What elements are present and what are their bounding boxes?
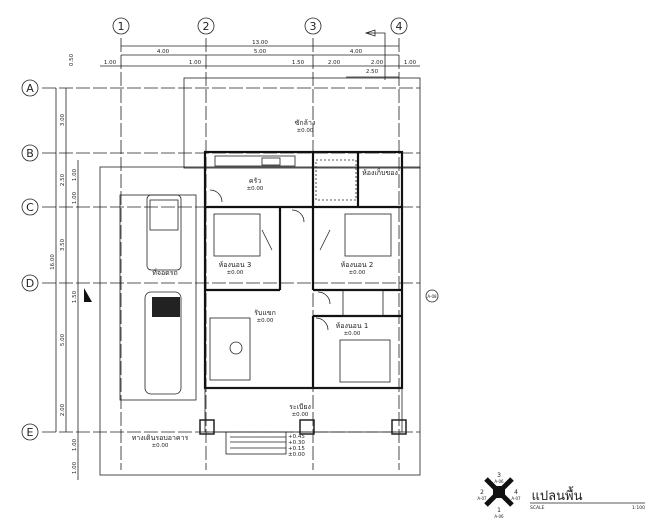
svg-text:4.00: 4.00 [157, 49, 170, 55]
svg-text:5.00: 5.00 [254, 49, 267, 55]
row-bubble-e: E [21, 423, 39, 441]
svg-text:A: A [26, 82, 34, 95]
room-labels: ซักล้าง ±0.00 ครัว ±0.00 ห้องเก็บของ ห้อ… [132, 119, 398, 449]
svg-text:1.50: 1.50 [292, 60, 305, 66]
stair-level: ±0.00 [288, 452, 305, 458]
svg-text:2: 2 [480, 489, 484, 496]
svg-text:3.50: 3.50 [60, 238, 66, 251]
column-bubble-4: 4 [390, 17, 408, 35]
svg-text:1.00: 1.00 [72, 438, 78, 451]
svg-text:1.50: 1.50 [72, 290, 78, 303]
svg-text:ห้องนอน 3: ห้องนอน 3 [219, 261, 252, 269]
scale-value: 1:100 [632, 505, 645, 511]
svg-text:1.00: 1.00 [189, 60, 202, 66]
svg-text:±0.00: ±0.00 [349, 270, 366, 276]
svg-text:±0.00: ±0.00 [297, 128, 314, 134]
svg-text:ห้องเก็บของ: ห้องเก็บของ [362, 168, 398, 177]
svg-text:3.00: 3.00 [60, 113, 66, 126]
svg-text:1: 1 [118, 20, 125, 33]
svg-text:4: 4 [396, 20, 403, 33]
svg-text:±0.00: ±0.00 [292, 412, 309, 418]
svg-text:2: 2 [203, 20, 210, 33]
svg-text:2.00: 2.00 [371, 60, 384, 66]
stair-level: +0.15 [288, 446, 305, 452]
sink-icon [261, 157, 281, 166]
svg-text:รับแขก: รับแขก [254, 309, 276, 317]
kitchen-counter [214, 155, 296, 167]
svg-text:1.00: 1.00 [72, 461, 78, 474]
sofa [209, 317, 251, 381]
svg-text:±0.00: ±0.00 [227, 270, 244, 276]
scale-label: SCALE [530, 505, 545, 511]
top-dimensions: 13.00 4.00 5.00 4.00 1.00 1.00 1.50 2.00… [100, 29, 420, 80]
bed-3 [213, 213, 261, 257]
row-bubble-d: D [21, 274, 39, 292]
svg-text:1.00: 1.00 [404, 60, 417, 66]
svg-text:2.50: 2.50 [60, 173, 66, 186]
row-bubble-b: B [21, 144, 39, 162]
svg-text:1.00: 1.00 [72, 191, 78, 204]
svg-text:ซักล้าง: ซักล้าง [295, 119, 316, 127]
car-icon [146, 194, 182, 271]
svg-text:5.00: 5.00 [60, 333, 66, 346]
svg-text:1.00: 1.00 [104, 60, 117, 66]
svg-text:0.50: 0.50 [69, 53, 75, 66]
svg-text:±0.00: ±0.00 [152, 443, 169, 449]
svg-text:A-06: A-06 [494, 514, 504, 519]
svg-text:±0.00: ±0.00 [257, 318, 274, 324]
svg-text:4: 4 [514, 489, 518, 496]
stair-level: +0.45 [288, 434, 305, 440]
svg-text:±0.00: ±0.00 [247, 186, 264, 192]
svg-text:ทางเดินรอบอาคาร: ทางเดินรอบอาคาร [132, 434, 189, 442]
svg-text:D: D [26, 277, 34, 290]
section-marker-key: 3 2 4 1 A-06 A-07 A-07 A-06 [477, 472, 521, 519]
stair-level: +0.30 [288, 440, 305, 446]
grid-lines [42, 38, 420, 470]
furniture [209, 155, 392, 383]
svg-text:A-08: A-08 [427, 294, 437, 299]
title-block: แปลนพื้น SCALE 1:100 [530, 486, 645, 511]
svg-text:ระเบียง: ระเบียง [289, 403, 311, 411]
svg-text:ห้องนอน 2: ห้องนอน 2 [341, 261, 374, 269]
svg-text:4.00: 4.00 [350, 49, 363, 55]
terrace [199, 387, 407, 455]
pickup-truck-icon [144, 291, 182, 395]
rear-boundary [183, 77, 421, 169]
svg-text:A-07: A-07 [511, 496, 521, 501]
svg-text:2.50: 2.50 [366, 69, 379, 75]
svg-text:13.00: 13.00 [252, 40, 268, 46]
door-swing [291, 209, 305, 223]
svg-text:C: C [26, 201, 34, 214]
bed-1 [339, 339, 391, 383]
bed-2 [344, 213, 392, 257]
svg-text:16.00: 16.00 [50, 254, 56, 270]
section-ref-side: A-08 [425, 289, 439, 303]
svg-text:1: 1 [497, 507, 501, 514]
svg-text:ห้องนอน 1: ห้องนอน 1 [336, 322, 369, 330]
svg-text:B: B [26, 147, 34, 160]
carport: ที่จอดรถ [119, 194, 197, 401]
svg-text:A-06: A-06 [494, 479, 504, 484]
svg-text:ที่จอดรถ: ที่จอดรถ [152, 268, 177, 277]
svg-text:A-07: A-07 [477, 496, 487, 501]
column-bubble-1: 1 [112, 17, 130, 35]
row-bubble-c: C [21, 198, 39, 216]
svg-text:3: 3 [497, 472, 501, 479]
column-bubble-3: 3 [304, 17, 322, 35]
svg-text:2.00: 2.00 [60, 403, 66, 416]
coffee-table [229, 341, 243, 355]
left-dimensions: 16.00 0.50 3.00 2.50 3.50 5.00 2.00 1.00… [50, 53, 92, 480]
row-bubble-a: A [21, 79, 39, 97]
drawing-title: แปลนพื้น [532, 486, 583, 504]
svg-text:1.00: 1.00 [72, 168, 78, 181]
site-boundary [99, 166, 421, 476]
svg-text:3: 3 [310, 20, 317, 33]
svg-text:±0.00: ±0.00 [344, 331, 361, 337]
column-bubble-2: 2 [197, 17, 215, 35]
svg-text:ครัว: ครัว [249, 177, 261, 185]
bathroom-tiles [315, 159, 357, 201]
svg-text:2.00: 2.00 [328, 60, 341, 66]
car-roof [152, 297, 180, 317]
svg-text:E: E [27, 426, 34, 439]
